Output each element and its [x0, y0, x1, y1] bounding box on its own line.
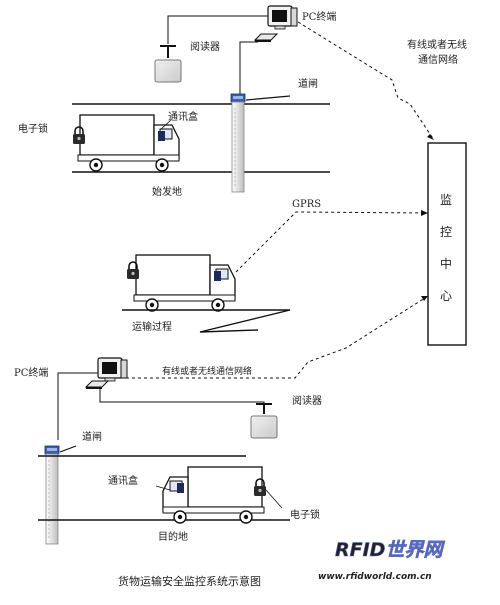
destination-barrier-arm [59, 445, 77, 453]
destination-truck-icon [162, 466, 265, 524]
bottom-network-dashed-line [126, 295, 429, 379]
departure-lock-icon [72, 126, 86, 145]
destination-pc-gate-wire [57, 372, 98, 440]
destination-section: PC终端 阅读器 道闸 电子锁 通讯盒 目的地 [14, 357, 322, 545]
monitor-center-char-1: 监 [440, 193, 452, 207]
departure-reader-label: 阅读器 [190, 40, 220, 53]
departure-gate-label: 道闸 [298, 77, 318, 90]
monitor-center-char-2: 控 [440, 225, 452, 239]
top-network-dashed-line [297, 21, 435, 141]
transit-section: 运输过程 GPRS [122, 199, 429, 333]
destination-gate-label: 道闸 [82, 430, 102, 443]
transit-title: 运输过程 [132, 320, 172, 333]
bottom-network-link: 有线或者无线通信网络 [126, 295, 429, 379]
departure-lock-label: 电子锁 [18, 122, 48, 135]
gprs-dashed-line [235, 211, 429, 273]
destination-pc-label: PC终端 [14, 366, 48, 379]
departure-barrier-arm [245, 95, 291, 101]
watermark-brand: RFID世界网 [335, 539, 445, 561]
departure-section: PC终端 阅读器 道闸 电子锁 通讯盒 始发地 [18, 5, 336, 198]
departure-pc-label: PC终端 [302, 10, 336, 23]
monitor-center: 监 控 中 心 [427, 142, 467, 346]
destination-reader-label: 阅读器 [292, 394, 322, 407]
diagram-caption: 货物运输安全监控系统示意图 [118, 574, 261, 588]
destination-gate-pole-icon [44, 445, 60, 545]
departure-comm-box-label: 通讯盒 [168, 110, 198, 123]
watermark: RFID世界网 www.rfidworld.com.cn [318, 539, 446, 582]
monitor-center-char-3: 中 [440, 256, 452, 271]
departure-title: 始发地 [152, 185, 182, 198]
top-network-label-line1: 有线或者无线 [407, 38, 467, 51]
transit-lock-icon [126, 261, 140, 280]
destination-keyboard-icon [85, 380, 109, 390]
destination-pc-reader-wire [99, 389, 265, 410]
top-network-link: 有线或者无线 通信网络 [297, 21, 467, 141]
departure-truck-icon [77, 114, 180, 172]
destination-reader-icon [250, 415, 278, 439]
watermark-url: www.rfidworld.com.cn [318, 572, 432, 582]
destination-comm-box-label: 通讯盒 [108, 474, 138, 487]
departure-keyboard-icon [254, 33, 278, 43]
departure-pc-gate-wire [239, 41, 258, 94]
destination-lock-label: 电子锁 [290, 508, 320, 521]
monitor-center-char-4: 心 [440, 289, 452, 303]
destination-title: 目的地 [158, 530, 188, 543]
destination-pc-icon [97, 357, 128, 382]
departure-gate-pole-icon [230, 93, 246, 193]
monitor-center-box [427, 142, 467, 346]
departure-reader-icon [154, 59, 182, 83]
gprs-label: GPRS [292, 199, 321, 210]
transit-truck-icon [133, 254, 236, 312]
departure-pc-icon [267, 5, 298, 30]
transit-road [122, 309, 291, 333]
departure-pc-reader-wire [167, 15, 268, 44]
bottom-network-label: 有线或者无线通信网络 [162, 365, 252, 377]
top-network-label-line2: 通信网络 [418, 53, 458, 66]
